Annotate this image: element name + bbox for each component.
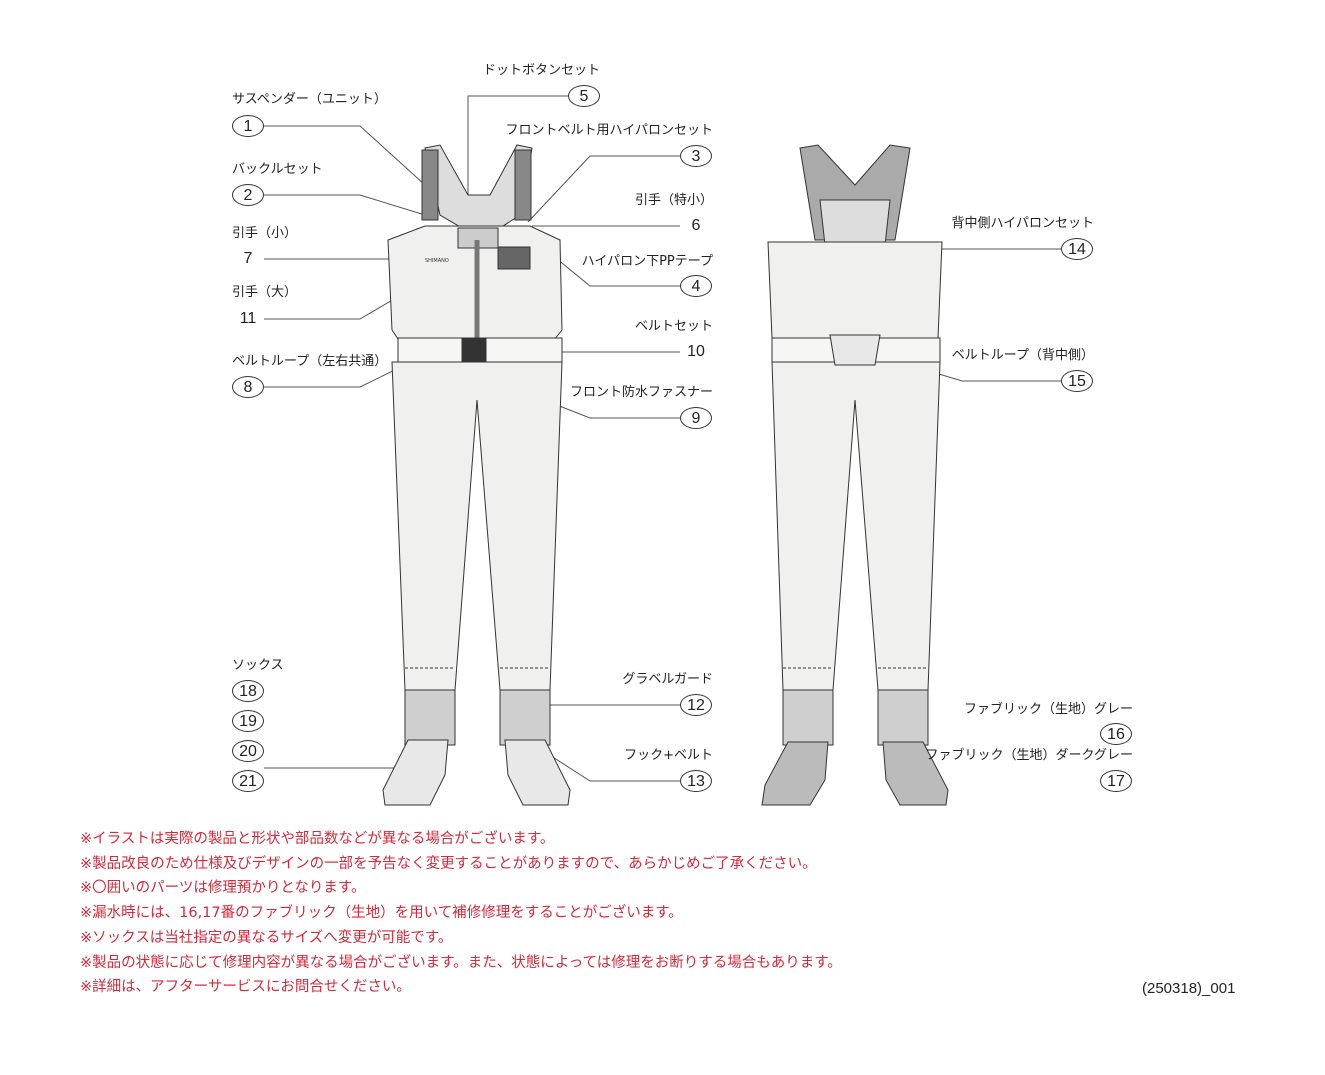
label-belt-loop: ベルトループ（左右共通） <box>232 354 388 369</box>
front-view: SHIMANO <box>382 144 571 806</box>
label-pull-small: 引手（小） <box>232 226 298 241</box>
label-hook-belt: フック+ベルト <box>624 748 713 763</box>
label-pull-xsmall: 引手（特小） <box>634 193 713 208</box>
label-socks: ソックス <box>232 658 284 673</box>
part-number-17[interactable]: 17 <box>1100 770 1132 792</box>
note-line: ※漏水時には、16,17番のファブリック（生地）を用いて補修修理をすることがござ… <box>80 905 683 921</box>
label-suspender: サスペンダー（ユニット） <box>232 92 387 107</box>
note-line: ※〇囲いのパーツは修理預かりとなります。 <box>80 880 366 896</box>
part-number-6[interactable]: 6 <box>691 217 701 234</box>
note-line: ※詳細は、アフターサービスにお問合せください。 <box>80 979 411 995</box>
part-number-7[interactable]: 7 <box>243 250 253 267</box>
part-number-21[interactable]: 21 <box>232 770 264 792</box>
brand-mark: SHIMANO <box>425 258 449 264</box>
note-line: ※ソックスは当社指定の異なるサイズへ変更が可能です。 <box>80 930 453 946</box>
label-back-hypalon: 背中側ハイパロンセット <box>951 216 1094 231</box>
note-line: ※製品改良のため仕様及びデザインの一部を予告なく変更することがありますので、あら… <box>80 856 817 872</box>
label-pull-large: 引手（大） <box>232 285 298 300</box>
note-line: ※イラストは実際の製品と形状や部品数などが異なる場合がございます。 <box>80 831 555 847</box>
part-number-19[interactable]: 19 <box>232 710 264 732</box>
part-number-14[interactable]: 14 <box>1061 238 1093 260</box>
part-number-4[interactable]: 4 <box>680 275 712 297</box>
back-view <box>761 144 949 806</box>
label-buckle-set: バックルセット <box>232 162 323 177</box>
label-fabric-dark-gray: ファブリック（生地）ダークグレー <box>925 748 1133 763</box>
label-front-hypalon: フロントベルト用ハイパロンセット <box>505 123 713 138</box>
part-number-5[interactable]: 5 <box>568 85 600 107</box>
part-number-3[interactable]: 3 <box>680 145 712 167</box>
part-number-10[interactable]: 10 <box>687 343 705 360</box>
label-fabric-gray: ファブリック（生地）グレー <box>963 702 1133 717</box>
part-number-15[interactable]: 15 <box>1061 370 1093 392</box>
document-code: (250318)_001 <box>1142 980 1236 997</box>
part-number-18[interactable]: 18 <box>232 680 264 702</box>
label-pp-tape: ハイパロン下PPテープ <box>581 254 713 269</box>
part-number-1[interactable]: 1 <box>232 115 264 137</box>
part-number-2[interactable]: 2 <box>232 184 264 206</box>
leader-lines <box>264 95 1061 782</box>
part-number-12[interactable]: 12 <box>680 694 712 716</box>
part-number-9[interactable]: 9 <box>680 407 712 429</box>
part-number-16[interactable]: 16 <box>1100 723 1132 745</box>
label-back-belt-loop: ベルトループ（背中側） <box>951 348 1094 363</box>
note-line: ※製品の状態に応じて修理内容が異なる場合がございます。また、状態によっては修理を… <box>80 955 842 971</box>
part-number-8[interactable]: 8 <box>232 376 264 398</box>
part-number-11[interactable]: 11 <box>239 310 257 327</box>
label-belt-set: ベルトセット <box>634 319 713 334</box>
part-number-20[interactable]: 20 <box>232 740 264 762</box>
part-number-13[interactable]: 13 <box>680 770 712 792</box>
label-front-zipper: フロント防水ファスナー <box>569 385 713 400</box>
label-dot-button: ドットボタンセット <box>482 63 600 78</box>
label-gravel-guard: グラベルガード <box>622 672 713 687</box>
